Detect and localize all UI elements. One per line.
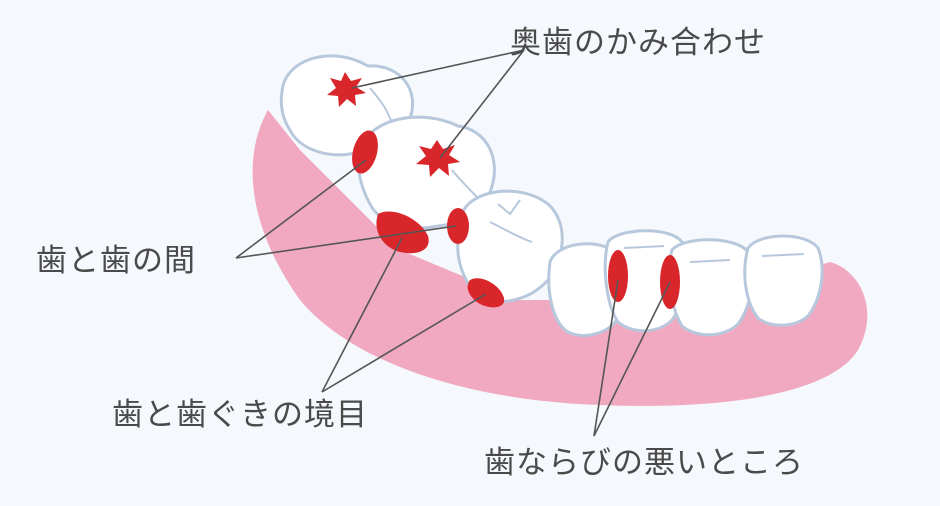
label-molar-bite: 奥歯のかみ合わせ — [510, 25, 766, 61]
premolar-1 — [456, 189, 564, 303]
plaque-star-molar-2 — [416, 140, 460, 177]
plaque-gumline-1 — [376, 211, 429, 254]
leader-between-2 — [235, 225, 457, 259]
leader-gum-1 — [321, 237, 403, 393]
label-crowded-teeth: 歯ならびの悪いところ — [484, 445, 804, 481]
leader-crowded-2 — [593, 281, 671, 437]
label-tooth-gum-border: 歯と歯ぐきの境目 — [112, 397, 368, 433]
leader-lines — [235, 49, 671, 437]
leader-gum-2 — [321, 293, 487, 393]
front-tooth-3 — [743, 234, 824, 327]
leader-crowded-1 — [593, 279, 619, 437]
plaque-star-molar-1 — [327, 72, 366, 107]
front-tooth-2 — [667, 238, 754, 337]
leader-molar-1 — [351, 49, 525, 89]
plaque-between-2 — [447, 208, 469, 244]
leader-between-1 — [235, 159, 367, 259]
label-between-teeth: 歯と歯の間 — [36, 243, 196, 279]
leader-molar-2 — [439, 49, 525, 159]
plaque-crowded-1 — [608, 250, 628, 302]
plaque-between-1 — [352, 130, 378, 174]
